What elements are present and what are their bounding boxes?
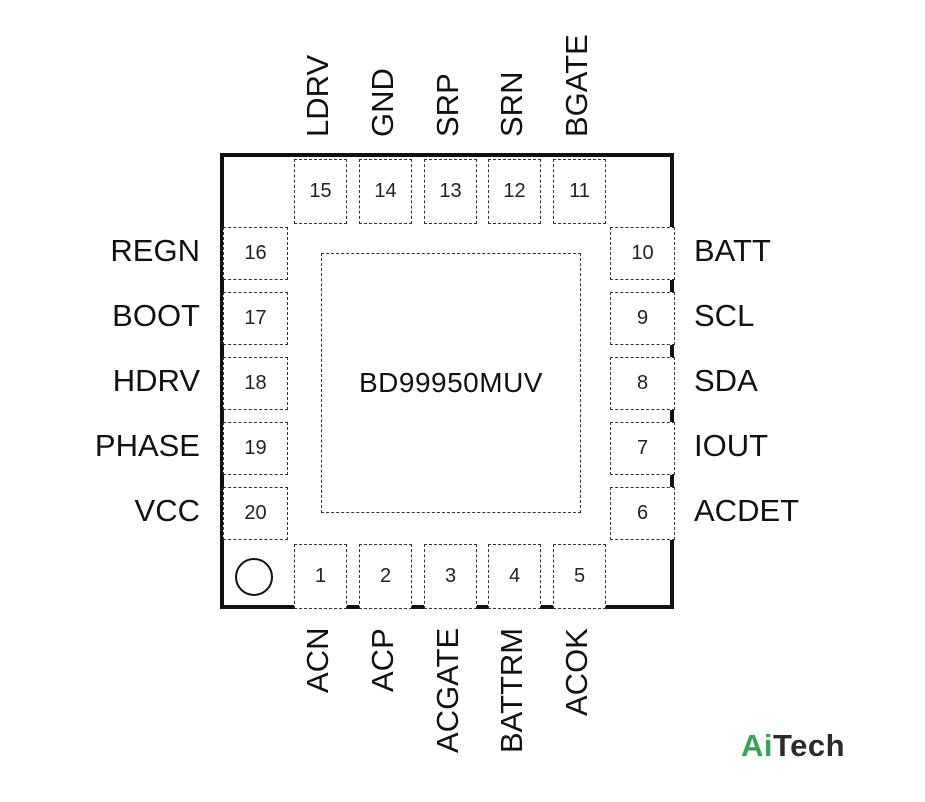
pin-label-acn: ACN: [300, 627, 335, 693]
pin-pad-5: 5: [553, 544, 606, 609]
pin-label-boot: BOOT: [112, 298, 200, 333]
pin-label-regn: REGN: [110, 233, 200, 268]
pin-pad-19: 19: [223, 422, 288, 475]
pin-label-phase: PHASE: [94, 428, 200, 463]
aitech-watermark: AiTech: [741, 728, 845, 764]
exposed-pad: [321, 253, 581, 513]
pin-label-gnd: GND: [365, 68, 400, 137]
pin-pad-1: 1: [294, 544, 347, 609]
pin-label-acp: ACP: [365, 628, 400, 692]
pin1-indicator-icon: [235, 558, 273, 596]
pin-pad-15: 15: [294, 159, 347, 224]
pin-label-battrm: BATTRM: [494, 627, 529, 753]
pin-label-srp: SRP: [430, 73, 465, 137]
pin-pad-17: 17: [223, 292, 288, 345]
pin-label-srn: SRN: [494, 71, 529, 137]
pin-label-sda: SDA: [694, 363, 758, 398]
pin-pad-16: 16: [223, 227, 288, 280]
pin-label-iout: IOUT: [694, 428, 769, 463]
pin-pad-3: 3: [424, 544, 477, 609]
pin-pad-13: 13: [424, 159, 477, 224]
brand-ai: Ai: [741, 728, 773, 763]
pin-pad-9: 9: [610, 292, 675, 345]
ic-package: BD99950MUV 15 14 13 12 11 1 2 3 4 5 16 1…: [220, 153, 675, 609]
pin-pad-18: 18: [223, 357, 288, 410]
brand-tech: Tech: [773, 728, 846, 763]
pin-pad-10: 10: [610, 227, 675, 280]
pin-pad-7: 7: [610, 422, 675, 475]
pin-pad-2: 2: [359, 544, 412, 609]
pin-label-acok: ACOK: [559, 628, 594, 716]
pin-label-ldrv: LDRV: [300, 54, 335, 137]
pin-label-acgate: ACGATE: [430, 627, 465, 753]
pin-pad-11: 11: [553, 159, 606, 224]
part-number: BD99950MUV: [359, 367, 543, 398]
pin-pad-14: 14: [359, 159, 412, 224]
pin-label-acdet: ACDET: [694, 493, 800, 528]
pin-label-bgate: BGATE: [559, 34, 594, 137]
pin-pad-6: 6: [610, 487, 675, 540]
pin-pad-8: 8: [610, 357, 675, 410]
pin-pad-20: 20: [223, 487, 288, 540]
pin-label-batt: BATT: [694, 233, 771, 268]
pin-pad-12: 12: [488, 159, 541, 224]
pin-pad-4: 4: [488, 544, 541, 609]
pin-label-scl: SCL: [694, 298, 755, 333]
pin-label-vcc: VCC: [134, 493, 200, 528]
pin-label-hdrv: HDRV: [112, 363, 200, 398]
